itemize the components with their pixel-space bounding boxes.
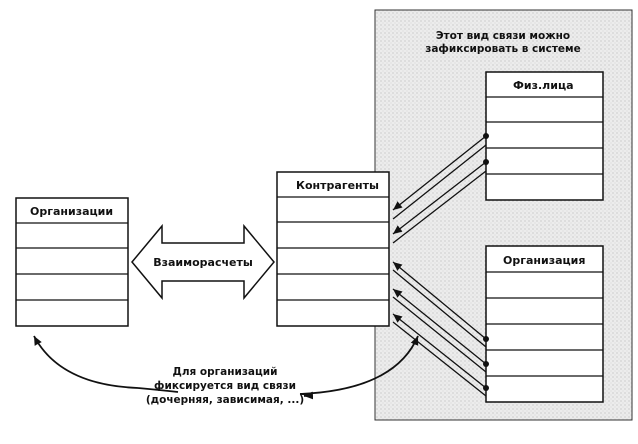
settlement-double-arrow: Взаиморасчеты [131,223,275,301]
relation-curved-arrows [33,335,419,400]
table-organization: Организация [485,245,604,403]
link-arrow-organization-2-shaft [392,296,487,373]
link-arrow-organization-3-shaft [392,321,487,397]
link-arrow-individuals-2-shaft [392,170,487,244]
relation-note: Для организаций фиксируется вид связи (д… [146,366,304,406]
relation-note-line1: Для организаций [172,366,277,378]
table-organizations-title: Организации [30,205,113,218]
relation-arrow-left-tail [137,387,179,393]
link-arrow-organization-2 [392,288,487,365]
connector-dot [483,133,489,139]
link-arrow-organization-1 [392,261,487,340]
link-arrow-organization-3 [392,313,487,389]
relation-arrow-right-start [299,391,314,400]
link-arrow-individuals-2 [392,161,487,235]
organization-link-arrows [392,261,489,397]
table-organization-title: Организация [503,254,585,267]
system-caption-line2: зафиксировать в системе [425,43,581,55]
connector-dot [483,159,489,165]
connector-dot [483,385,489,391]
link-arrow-individuals-1 [392,135,487,211]
relation-arrow-left [33,335,139,389]
table-organizations: Организации [15,197,129,327]
relation-note-line3: (дочерняя, зависимая, ...) [146,394,304,406]
link-arrow-individuals-1-shaft [392,144,487,220]
link-arrow-organization-1-shaft [392,269,487,348]
system-caption-line1: Этот вид связи можно [436,30,570,42]
table-counterparties-title: Контрагенты [296,179,379,192]
individuals-link-arrows [392,133,489,244]
table-individuals: Физ.лица [485,71,604,201]
table-individuals-title: Физ.лица [513,79,574,92]
table-counterparties: Контрагенты [276,171,390,327]
relation-note-line2: фиксируется вид связи [154,380,296,392]
settlement-arrow-label: Взаиморасчеты [153,256,253,269]
relation-arrow-right [299,335,419,395]
connector-dot [483,361,489,367]
connector-dot [483,336,489,342]
